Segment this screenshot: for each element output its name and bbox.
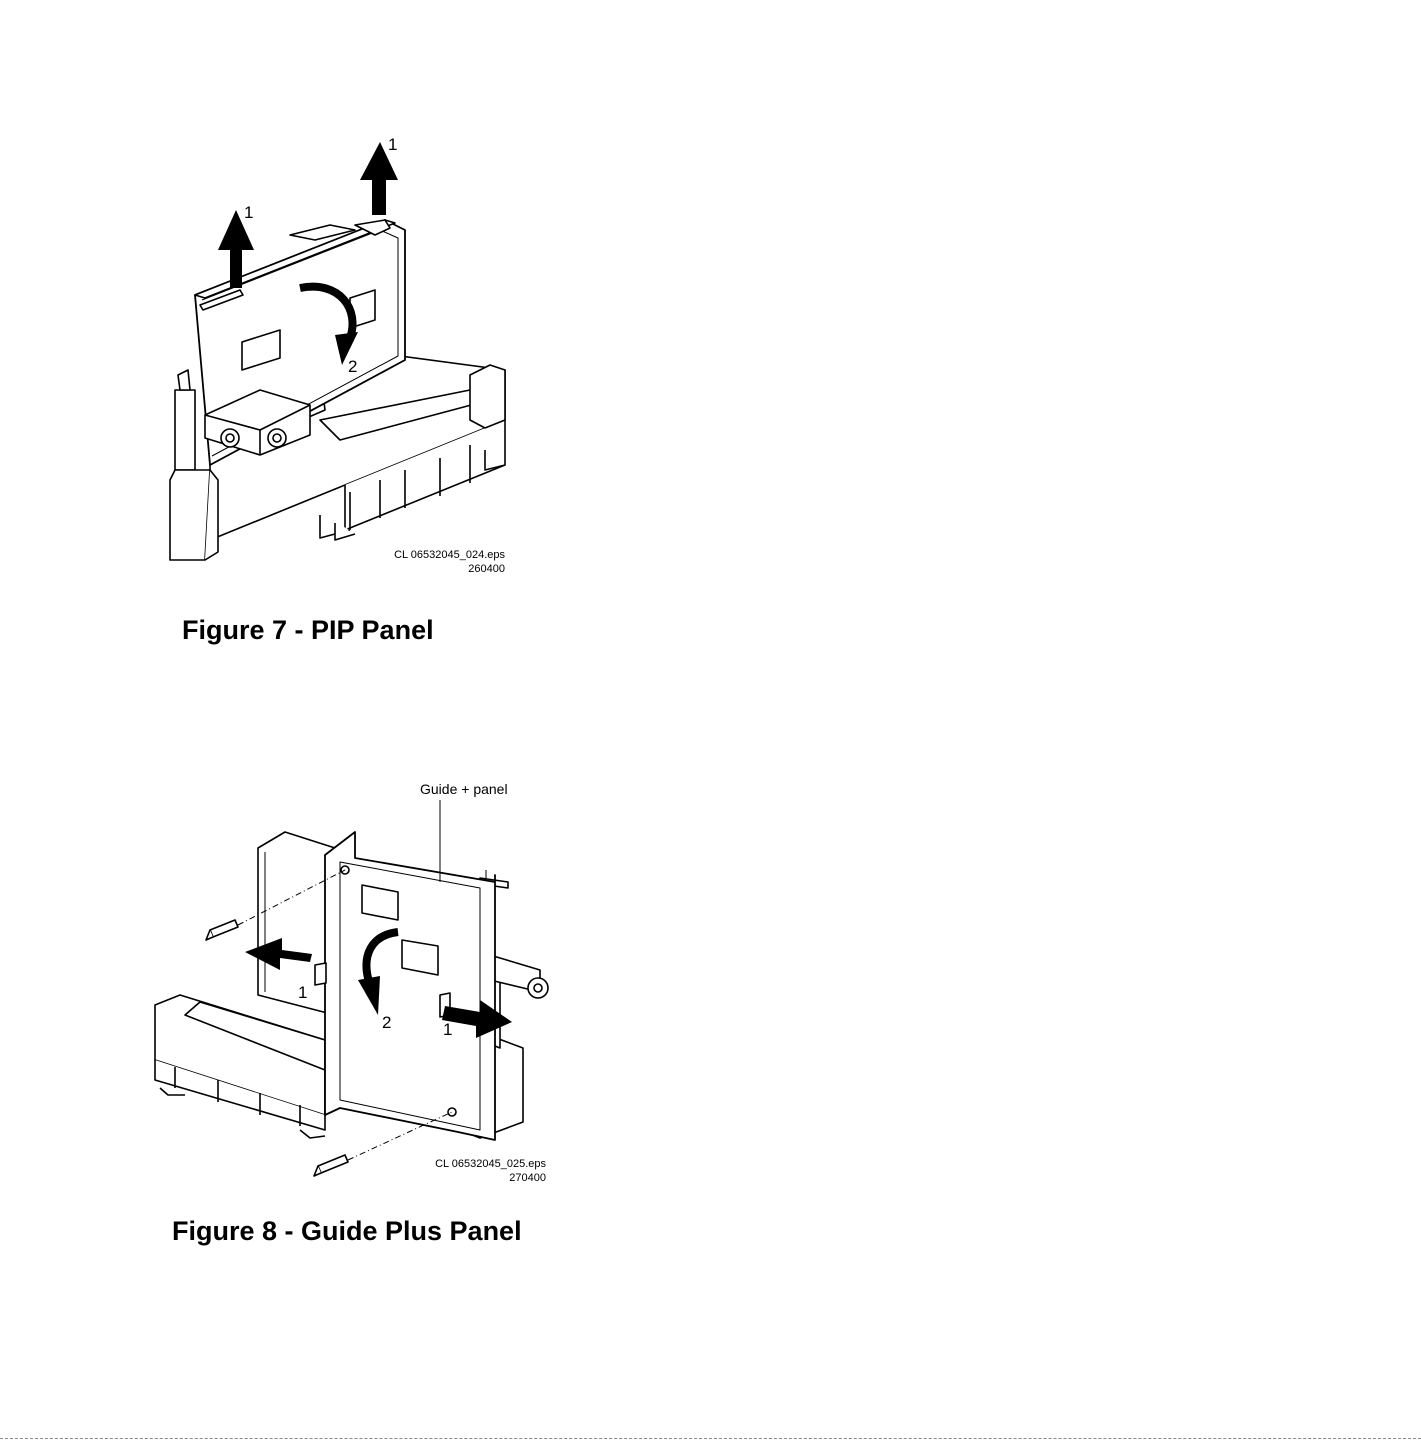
figure8-caption: Figure 8 - Guide Plus Panel	[172, 1216, 522, 1247]
guide-plus-board	[325, 832, 495, 1140]
step-label: 1	[298, 983, 307, 1002]
pip-panel-illustration: 1 1 2	[150, 120, 530, 600]
figure7-caption: Figure 7 - PIP Panel	[182, 615, 434, 646]
page-bottom-rule	[0, 1438, 1421, 1439]
screw	[210, 920, 238, 937]
guide-plus-panel-illustration: Guide + panel 1 1 2	[140, 770, 560, 1190]
figure8-file-reference: CL 06532045_025.eps 270400	[435, 1157, 546, 1185]
board-chip	[362, 885, 398, 920]
figure7-file-reference: CL 06532045_024.eps 260400	[394, 548, 505, 576]
step-label: 1	[443, 1020, 452, 1039]
step-label: 1	[388, 135, 397, 154]
guide-frame	[258, 832, 335, 1015]
screw	[318, 1155, 348, 1173]
part-label: Guide + panel	[420, 781, 508, 797]
step-label: 2	[382, 1013, 391, 1032]
step-label: 1	[244, 203, 253, 222]
step-label: 2	[348, 357, 357, 376]
left-post	[175, 390, 195, 470]
